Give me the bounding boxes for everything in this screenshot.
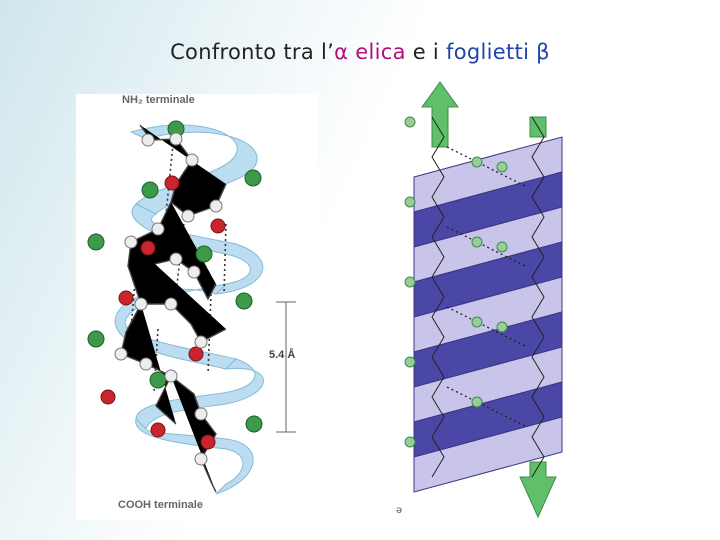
pitch-dimension [276,302,296,432]
title-alpha: α [334,40,348,64]
title-elica: elica [348,40,405,64]
nh2-terminal-label: NH₂ terminale [122,94,195,106]
helix-pitch-label: 5.4 Å [269,349,295,361]
beta-sheet-figure [402,77,576,520]
title-prefix: Confronto tra l’ [170,40,334,64]
title-foglietti: foglietti β [446,40,550,64]
cooh-terminal-label: COOH terminale [118,499,203,511]
alpha-helix-figure: NH₂ terminale 5.4 Å COOH terminale [76,94,318,520]
beta-sheet-diagram [402,77,576,520]
stray-footer-mark: ǝ [396,505,402,516]
title-mid: e i [406,40,446,64]
alpha-helix-diagram [76,94,318,520]
slide-title: Confronto tra l’α elica e i foglietti β [0,40,720,64]
